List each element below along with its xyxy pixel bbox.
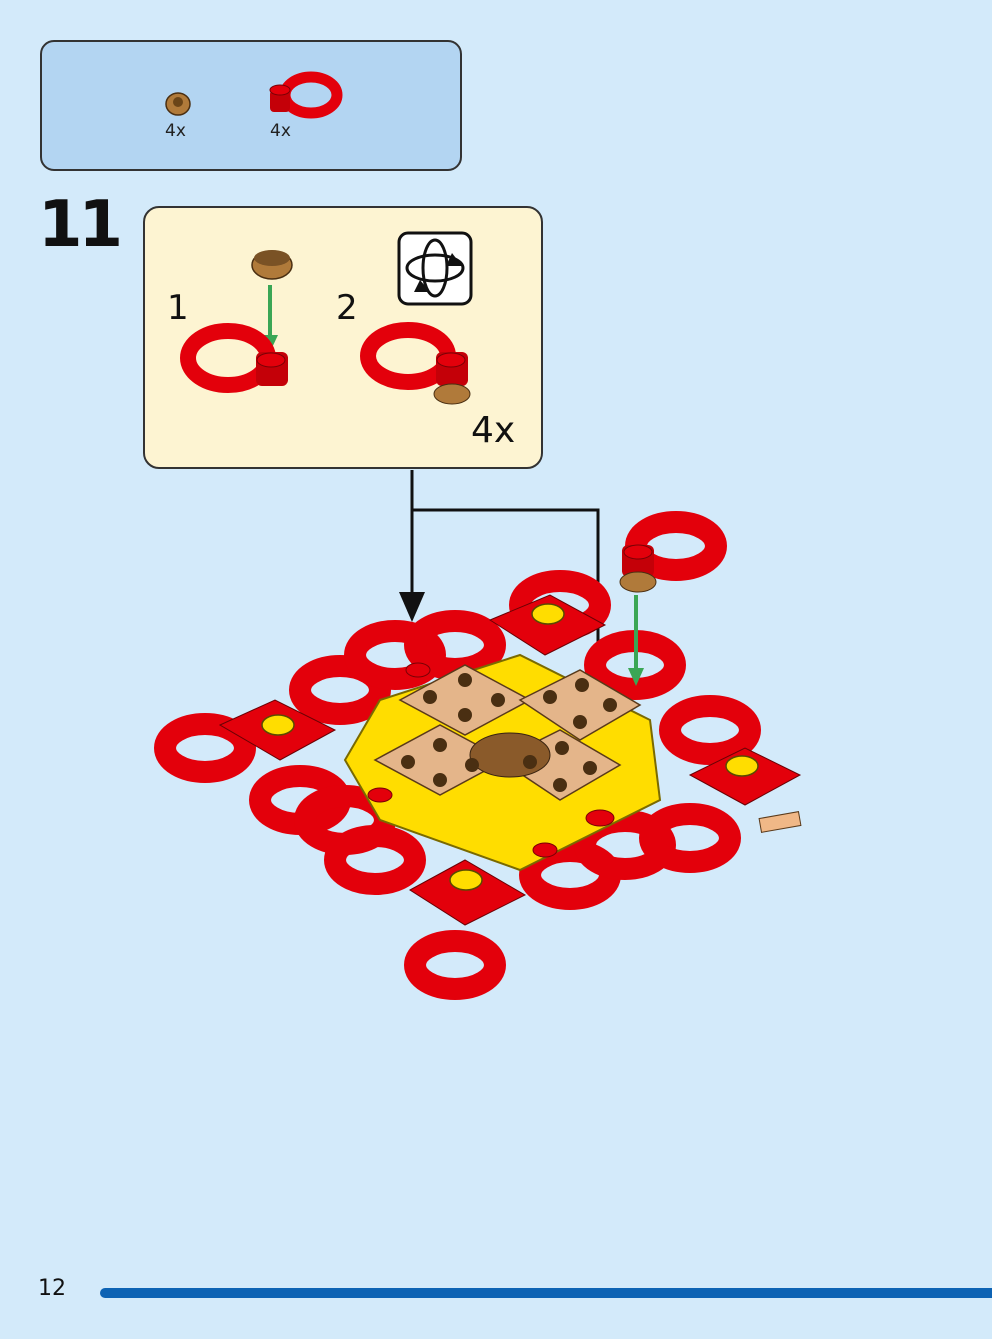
page-progress-bar — [100, 1288, 992, 1298]
part-qty-red-ring: 4x — [270, 121, 291, 141]
substep-multiplier: 4x — [471, 410, 516, 451]
main-model-illustration — [154, 511, 802, 1000]
parts-list-box — [40, 40, 462, 171]
substep-2-overlay — [360, 322, 471, 405]
red-ring-clip-icon — [269, 71, 343, 119]
page-number: 12 — [38, 1276, 66, 1301]
step-number: 11 — [38, 188, 123, 262]
tan-round-plate-icon — [165, 92, 191, 116]
rotate-model-icon-overlay — [397, 231, 473, 306]
substep-1-overlay — [180, 250, 293, 393]
part-qty-tan-plate: 4x — [165, 121, 186, 141]
substep-2-number: 2 — [336, 288, 358, 328]
substep-1-number: 1 — [167, 288, 189, 328]
